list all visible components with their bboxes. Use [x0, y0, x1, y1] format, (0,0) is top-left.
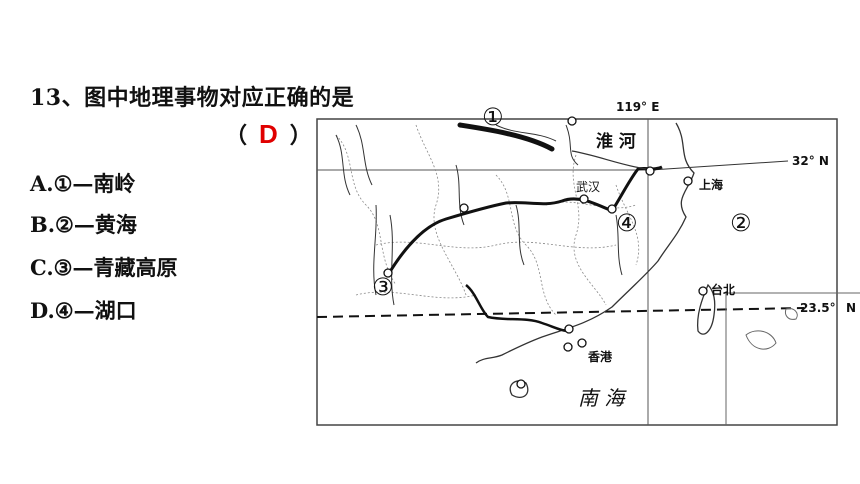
- pearl-river: [465, 284, 569, 333]
- tropic-line: [316, 307, 805, 318]
- map-frame: [316, 118, 838, 426]
- inset-islands: [745, 308, 798, 350]
- city-dot-guangzhou: [564, 324, 574, 334]
- city-dot-taibei: [698, 286, 708, 296]
- answer-open-paren: （: [225, 123, 248, 149]
- province-boundaries: [335, 124, 640, 316]
- qinling-bar: [457, 122, 555, 152]
- nanhai-label: 南 海: [578, 386, 627, 410]
- yangtze-river: [386, 165, 663, 276]
- option-b[interactable]: B.②—黄海: [30, 212, 137, 237]
- city-dot-xianggang: [577, 338, 587, 348]
- marker-2: ②: [730, 209, 752, 237]
- answer-bracket: （ D ）: [225, 118, 312, 150]
- taiwan-outline: [696, 283, 716, 335]
- marker-1: ①: [482, 103, 504, 131]
- option-a[interactable]: A.①—南岭: [30, 171, 136, 196]
- city-dot-hukou: [607, 204, 617, 214]
- longitude-label: 119° E: [616, 100, 659, 114]
- city-dot-wuhan: [579, 194, 589, 204]
- lat32-leader: [650, 160, 789, 171]
- city-dot-west: [459, 203, 469, 213]
- option-c[interactable]: C.③—青藏高原: [30, 255, 178, 280]
- marker-3: ③: [372, 273, 394, 301]
- lat235-suffix: N: [846, 301, 856, 315]
- inset-box: [725, 292, 860, 425]
- huai-river: [571, 150, 647, 170]
- huaihe-label: 淮 河: [596, 132, 636, 152]
- city-dot-nanjing: [645, 166, 655, 176]
- marker-4: ④: [616, 209, 638, 237]
- option-d[interactable]: D.④—湖口: [30, 298, 137, 323]
- answer-close-paren: ）: [289, 123, 312, 149]
- answer-letter: D: [259, 119, 278, 149]
- city-dot-shanghai: [683, 176, 693, 186]
- city-dot-haikou: [516, 379, 526, 389]
- question-title: 13、图中地理事物对应正确的是: [30, 85, 355, 111]
- shanghai-label: 上海: [699, 177, 723, 192]
- city-dot-southwest: [383, 268, 393, 278]
- city-dot-north: [567, 116, 577, 126]
- lat32-label: 32° N: [792, 154, 829, 168]
- xianggang-label: 香港: [587, 349, 613, 364]
- taibei-label: 台北: [711, 282, 735, 297]
- city-dot-macao: [563, 342, 573, 352]
- china-map: 119° E 32° N 23.5° N 淮 河 武汉 上海 台北 香港 南 海…: [316, 100, 860, 426]
- lat235-label: 23.5°: [800, 301, 836, 315]
- rivers-thin: [335, 124, 623, 306]
- wuhan-label: 武汉: [576, 180, 600, 194]
